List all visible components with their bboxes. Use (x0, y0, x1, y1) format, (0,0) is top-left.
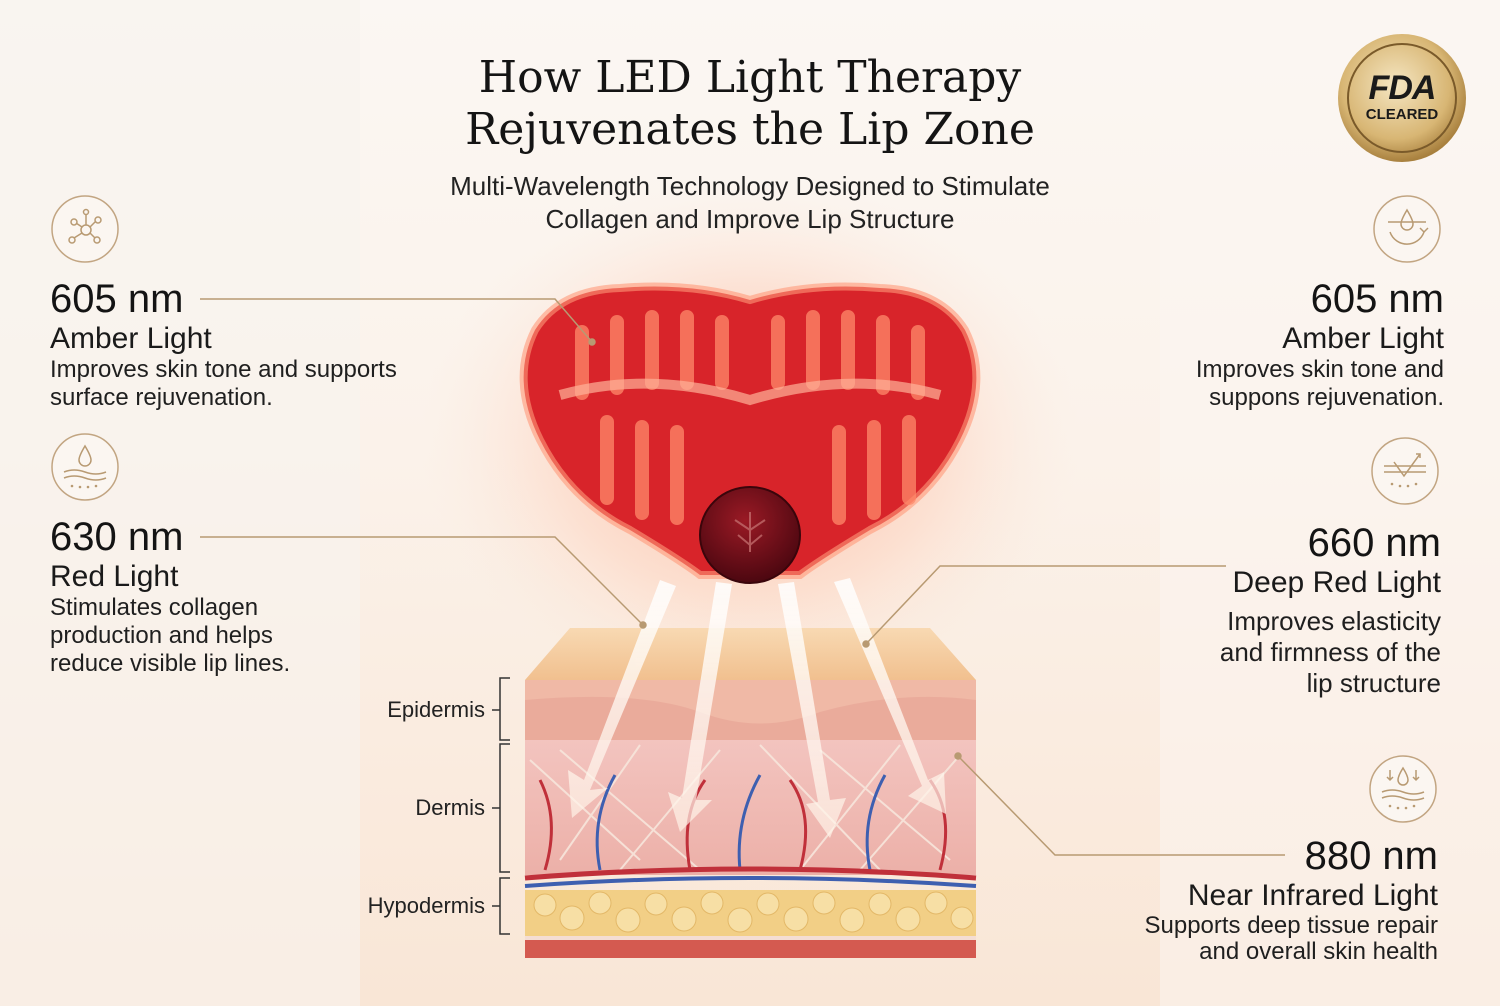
droplet-skin-icon (51, 433, 119, 501)
light-name: Red Light (50, 560, 179, 593)
wavelength-label: 660 nm (1307, 521, 1441, 565)
callout-605-amber-left: 605 nm Amber Light Improves skin tone an… (50, 276, 397, 412)
description-line: production and helps (50, 622, 273, 649)
page-title: How LED Light Therapy Rejuvenates the Li… (350, 52, 1150, 156)
light-name: Near Infrared Light (1187, 879, 1438, 912)
emblem-icon (734, 512, 766, 552)
description-line: reduce visible lip lines. (50, 650, 291, 677)
description-line: and firmness of the (1219, 637, 1441, 667)
description-line: and overall skin health (1199, 938, 1438, 965)
description-line: Improves skin tone and supports (50, 356, 397, 383)
callout-880-near-infrared: 880 nm Near Infrared Light Supports deep… (1140, 833, 1438, 965)
wavelength-label: 880 nm (1304, 834, 1438, 878)
callout-660-deep-red: 660 nm Deep Red Light Improves elasticit… (1150, 520, 1441, 699)
badge-fda: FDA (1368, 69, 1437, 107)
description-line: Supports deep tissue repair (1144, 912, 1438, 939)
callout-630-red: 630 nm Red Light Stimulates collagen pro… (50, 514, 290, 678)
badge-cleared: CLEARED (1365, 106, 1439, 123)
deep-absorption-icon (1369, 755, 1437, 823)
molecule-icon (51, 195, 119, 263)
callout-605-amber-right: 605 nm Amber Light Improves skin tone an… (1150, 276, 1444, 412)
skin-check-icon (1371, 437, 1439, 505)
title-line-2: Rejuvenates the Lip Zone (465, 104, 1035, 155)
description-line: Improves elasticity (1227, 606, 1441, 636)
subtitle-line-2: Collagen and Improve Lip Structure (545, 204, 955, 234)
light-name: Deep Red Light (1232, 566, 1441, 599)
fda-cleared-badge (1338, 34, 1466, 162)
description-line: lip structure (1306, 668, 1441, 698)
title-line-1: How LED Light Therapy (478, 52, 1022, 103)
page-subtitle: Multi-Wavelength Technology Designed to … (350, 170, 1150, 236)
wavelength-label: 605 nm (50, 277, 184, 321)
light-beams (568, 578, 946, 838)
layer-label-hypodermis: Hypodermis (367, 893, 485, 918)
description-line: surface rejuvenation. (50, 384, 273, 411)
fda-badge-text: FDA CLEARED (1342, 70, 1462, 124)
subtitle-line-1: Multi-Wavelength Technology Designed to … (450, 171, 1050, 201)
description-line: suppons rejuvenation. (1209, 384, 1444, 411)
description-line: Improves skin tone and (1195, 356, 1444, 383)
layer-label-epidermis: Epidermis (387, 697, 485, 722)
wavelength-label: 605 nm (1310, 277, 1444, 321)
layer-label-dermis: Dermis (415, 795, 485, 820)
wavelength-label: 630 nm (50, 515, 184, 559)
light-name: Amber Light (50, 322, 212, 355)
led-lip-device (519, 282, 981, 584)
hydration-cycle-icon (1373, 195, 1441, 263)
description-line: Stimulates collagen (50, 594, 259, 621)
light-name: Amber Light (1282, 322, 1444, 355)
